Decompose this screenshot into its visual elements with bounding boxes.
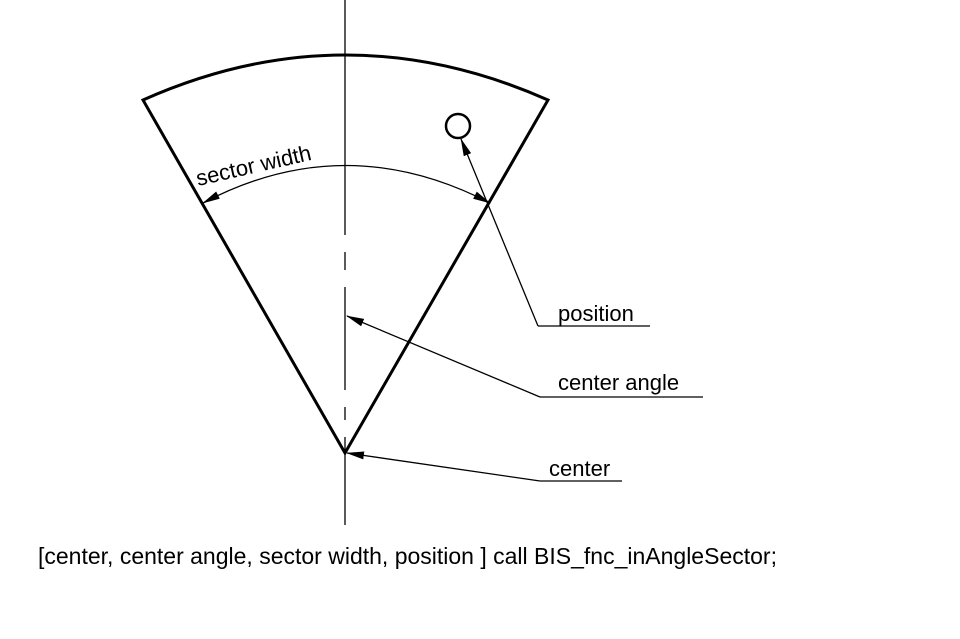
center-callout: center [346, 451, 622, 482]
center-angle-label: center angle [558, 370, 679, 395]
function-call-caption: [center, center angle, sector width, pos… [38, 543, 777, 569]
center-angle-callout: center angle [346, 315, 703, 398]
position-callout: position [460, 138, 650, 327]
center-label: center [549, 456, 610, 481]
sector-width-dimension-arc [202, 164, 491, 204]
sector-outline [140, 53, 551, 457]
position-label: position [558, 301, 634, 326]
sector-width-label: sector width [194, 140, 314, 191]
position-circle [444, 112, 472, 140]
